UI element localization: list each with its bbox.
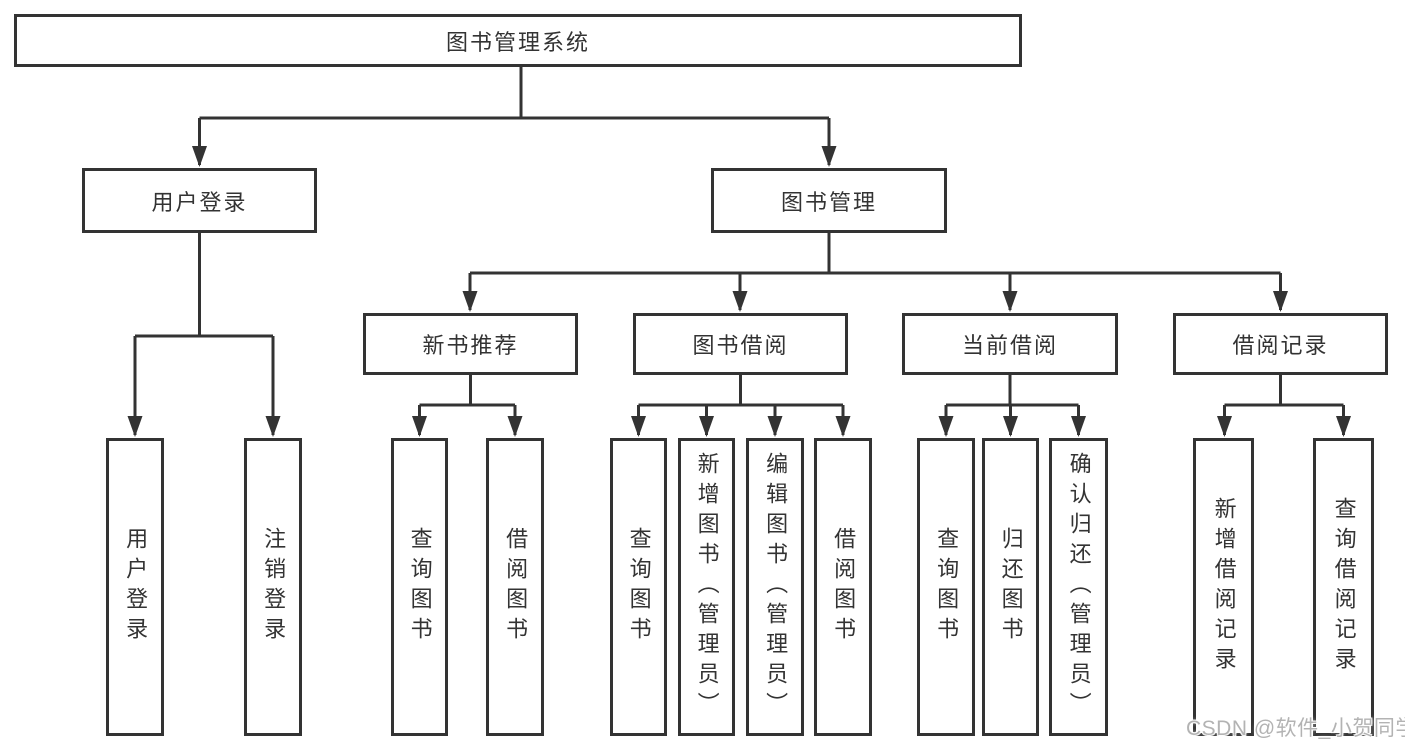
leaf-current-return: 归还图书	[982, 438, 1039, 736]
leaf-current-query-label: 查询图书	[934, 527, 960, 647]
leaf-borrow-edit: 编辑图书（管理员）	[746, 438, 804, 736]
leaf-user-login-label: 用户登录	[123, 527, 149, 647]
node-user-login: 用户登录	[82, 168, 317, 233]
leaf-borrow-add: 新增图书（管理员）	[678, 438, 735, 736]
leaf-borrow-query-label: 查询图书	[626, 527, 652, 647]
leaf-borrow-query: 查询图书	[610, 438, 667, 736]
leaf-borrow-edit-label: 编辑图书（管理员）	[763, 452, 789, 722]
leaf-borrow-borrow-label: 借阅图书	[831, 527, 857, 647]
leaf-records-add-label: 新增借阅记录	[1211, 497, 1237, 677]
leaf-current-query: 查询图书	[917, 438, 975, 736]
node-current-borrow: 当前借阅	[902, 313, 1118, 375]
leaf-current-return-label: 归还图书	[998, 527, 1024, 647]
leaf-newbook-query: 查询图书	[391, 438, 448, 736]
arrowheads	[127, 146, 1351, 437]
watermark: CSDN @软件_小贺同学	[1186, 717, 1405, 740]
leaf-records-query-label: 查询借阅记录	[1331, 497, 1357, 677]
leaf-newbook-query-label: 查询图书	[407, 527, 433, 647]
leaf-records-query: 查询借阅记录	[1313, 438, 1374, 736]
node-book-management: 图书管理	[711, 168, 947, 233]
leaf-current-confirm: 确认归还（管理员）	[1049, 438, 1108, 736]
leaf-current-confirm-label: 确认归还（管理员）	[1066, 452, 1092, 722]
node-root: 图书管理系统	[14, 14, 1022, 67]
leaf-logout: 注销登录	[244, 438, 302, 736]
node-new-book-recommend: 新书推荐	[363, 313, 578, 375]
leaf-newbook-borrow: 借阅图书	[486, 438, 544, 736]
leaf-borrow-add-label: 新增图书（管理员）	[694, 452, 720, 722]
leaf-newbook-borrow-label: 借阅图书	[503, 527, 529, 647]
leaf-borrow-borrow: 借阅图书	[814, 438, 872, 736]
leaf-user-login: 用户登录	[106, 438, 164, 736]
node-borrow-records: 借阅记录	[1173, 313, 1388, 375]
leaf-logout-label: 注销登录	[261, 527, 287, 647]
leaf-records-add: 新增借阅记录	[1193, 438, 1254, 736]
node-book-borrow: 图书借阅	[633, 313, 848, 375]
